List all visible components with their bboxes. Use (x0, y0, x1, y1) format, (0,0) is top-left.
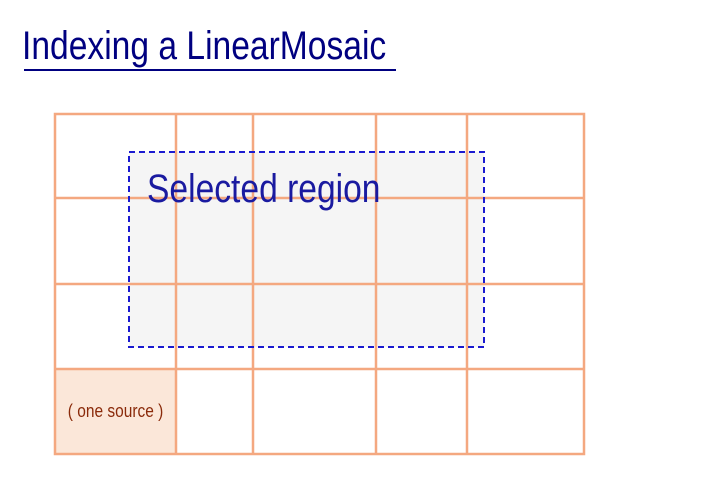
mosaic-grid-lines (53, 112, 586, 456)
slide-title: Indexing a LinearMosaic (22, 24, 387, 68)
source-tile (55, 369, 176, 454)
selected-region-outline (128, 151, 485, 348)
selected-region-label: Selected region (147, 167, 381, 211)
selected-region-box (129, 152, 484, 347)
title-underline (24, 69, 396, 71)
source-tile-label-text: ( one source ) (68, 401, 164, 421)
source-tile-label: ( one source ) (56, 370, 176, 453)
